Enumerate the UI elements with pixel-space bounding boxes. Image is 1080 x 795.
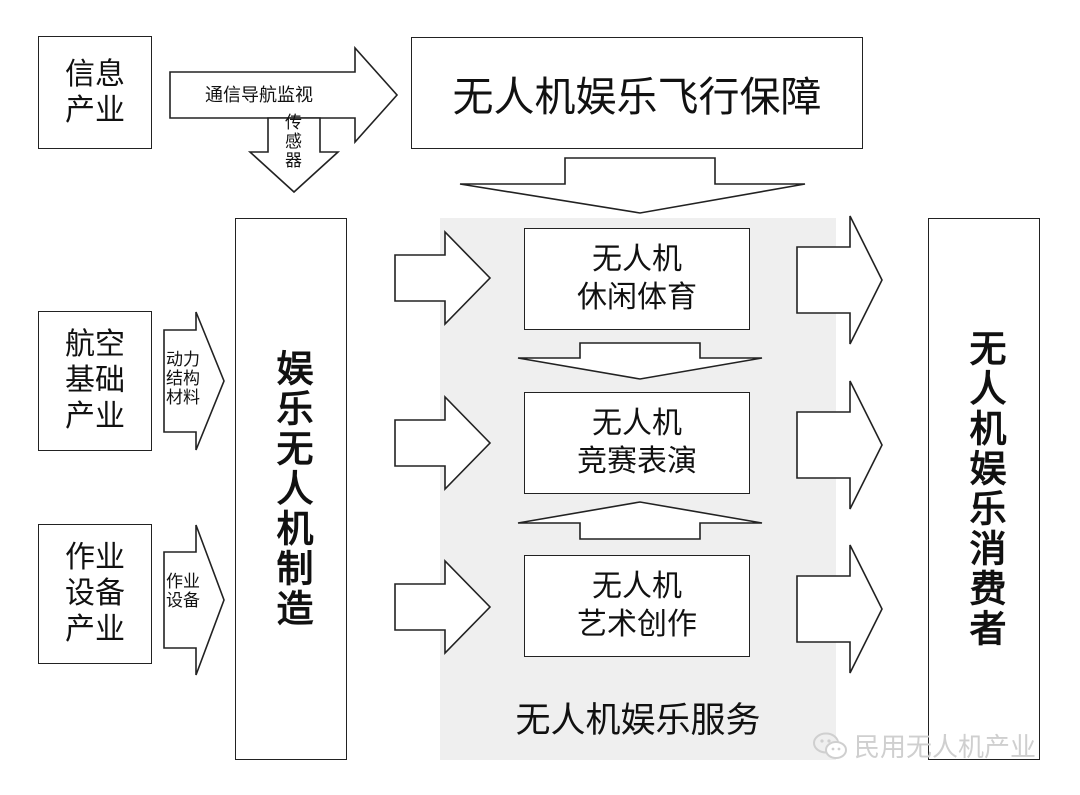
flight-guarantee-label: 无人机娱乐飞行保障 <box>452 73 822 121</box>
consumer-label: 无人机娱乐消费者 <box>963 329 1006 649</box>
arrow-label-device: 作业 设备 <box>166 572 200 611</box>
arrow-leisure-to-competition <box>517 342 763 380</box>
arrow-label-power: 动力 结构 材料 <box>166 350 200 408</box>
info-industry-label: 信息 产业 <box>65 56 125 128</box>
arrow-mfg-to-leisure <box>394 230 492 326</box>
arrow-guarantee-to-services <box>459 157 806 214</box>
arrow-leisure-to-consumer <box>796 215 883 345</box>
equipment-industry-box: 作业 设备 产业 <box>38 524 152 664</box>
equipment-industry-label: 作业 设备 产业 <box>65 540 125 647</box>
arrow-info-to-guarantee <box>169 45 399 145</box>
arrow-aviation-to-manufacture <box>163 311 225 451</box>
arrow-competition-to-consumer <box>796 380 883 510</box>
wechat-icon <box>813 732 847 759</box>
art-creation-box: 无人机 艺术创作 <box>524 555 750 657</box>
arrow-info-to-manufacture <box>247 117 341 194</box>
arrow-label-comm: 通信导航监视 <box>205 85 313 106</box>
arrow-mfg-to-art <box>394 559 492 655</box>
consumer-box: 无人机娱乐消费者 <box>928 218 1040 760</box>
competition-box: 无人机 竞赛表演 <box>524 392 750 494</box>
manufacture-box: 娱乐无人机制造 <box>235 218 347 760</box>
competition-label: 无人机 竞赛表演 <box>577 406 697 479</box>
arrow-label-sensor: 传 感 器 <box>285 113 302 171</box>
info-industry-box: 信息 产业 <box>38 36 152 149</box>
arrow-mfg-to-competition <box>394 395 492 491</box>
arrow-art-to-consumer <box>796 544 883 674</box>
service-panel-label: 无人机娱乐服务 <box>515 701 761 741</box>
leisure-sports-box: 无人机 休闲体育 <box>524 228 750 330</box>
flight-guarantee-box: 无人机娱乐飞行保障 <box>411 37 863 149</box>
aviation-industry-label: 航空 基础 产业 <box>65 327 125 434</box>
aviation-industry-box: 航空 基础 产业 <box>38 311 152 451</box>
leisure-sports-label: 无人机 休闲体育 <box>577 242 697 315</box>
manufacture-label: 娱乐无人机制造 <box>270 349 313 629</box>
arrow-equipment-to-manufacture <box>163 524 225 676</box>
art-creation-label: 无人机 艺术创作 <box>577 569 697 642</box>
arrow-art-to-competition <box>517 501 763 540</box>
watermark: 民用无人机产业 <box>812 727 1036 764</box>
watermark-text: 民用无人机产业 <box>854 733 1037 763</box>
